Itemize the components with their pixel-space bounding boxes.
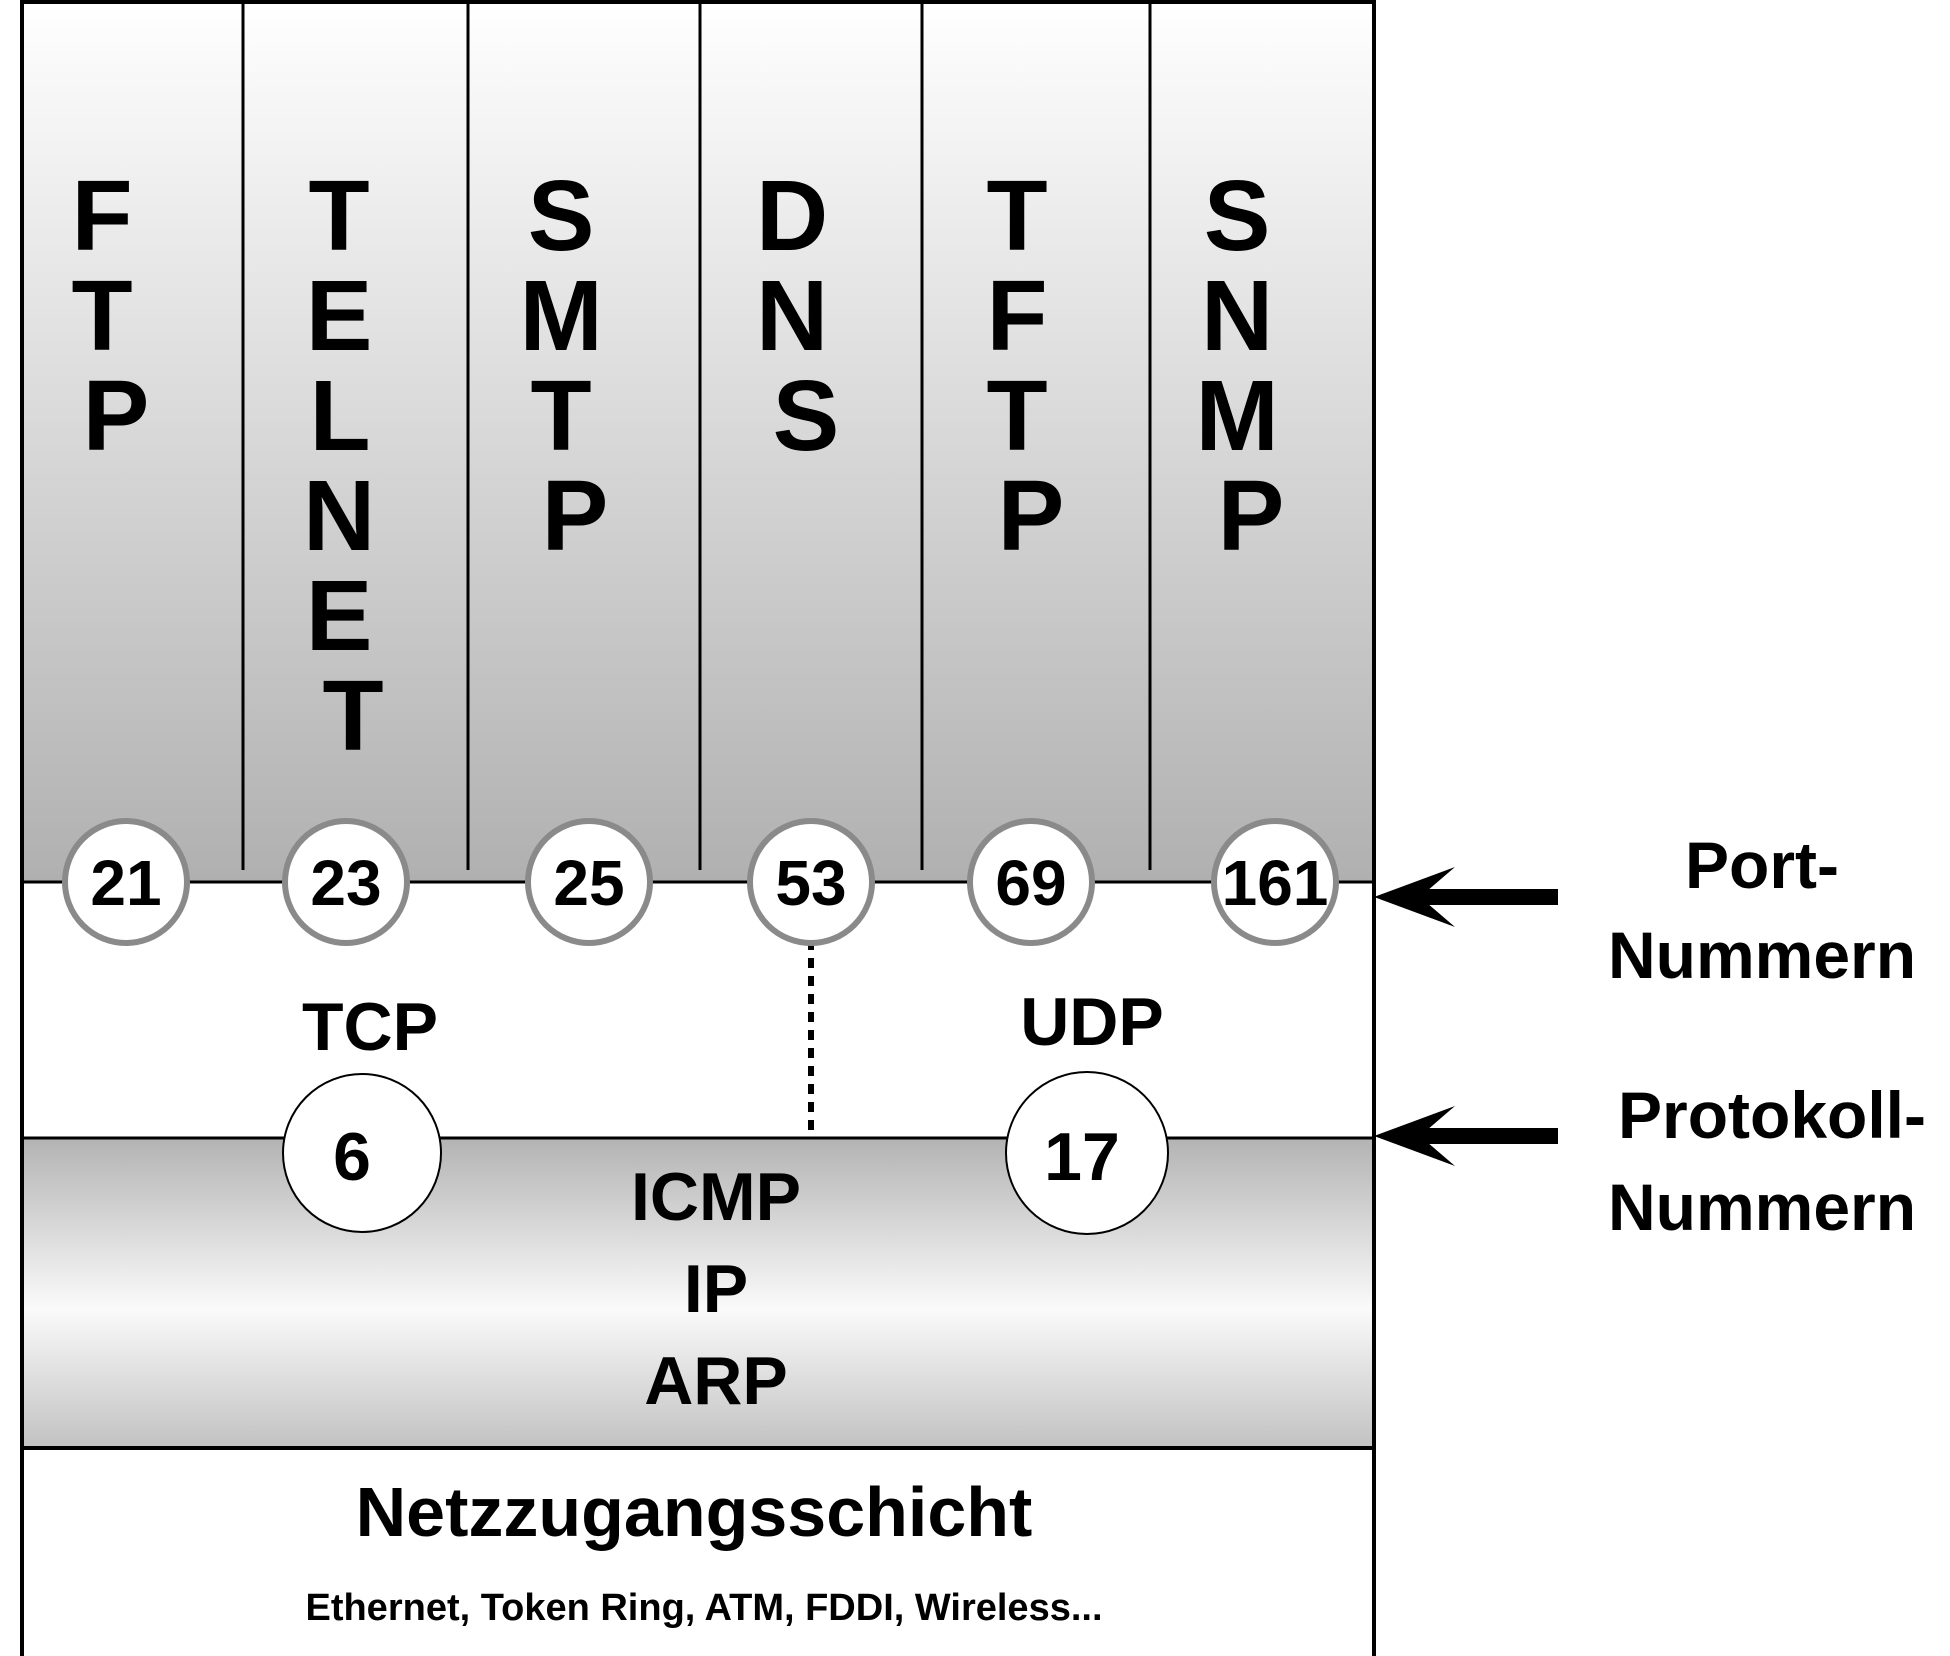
app-letter: S (528, 160, 595, 272)
port-circle-smtp: 25 (525, 818, 653, 946)
app-letter: P (542, 460, 609, 572)
column-dividers (241, 2, 1152, 870)
app-letter: E (306, 560, 373, 672)
port-number: 21 (90, 847, 161, 919)
app-letter: F (987, 260, 1048, 372)
internet-protocol-icmp: ICMP (631, 1159, 801, 1235)
app-name-telnet: T E L N E T (303, 160, 403, 772)
app-name-snmp: S N M P (1195, 160, 1306, 572)
app-letter: L (309, 360, 368, 472)
app-letter: T (72, 260, 133, 372)
network-access-title: Netzzugangsschicht (356, 1473, 1033, 1551)
app-letter: N (756, 260, 828, 372)
port-number: 161 (1222, 847, 1329, 919)
app-column-ftp: F T P (72, 160, 161, 472)
app-letter: T (309, 160, 370, 272)
app-letter: M (519, 260, 602, 372)
app-letter: P (83, 360, 150, 472)
app-name-dns: D N S (756, 160, 856, 472)
protocol-numbers-label-line2: Nummern (1608, 1170, 1916, 1244)
app-letter: E (306, 260, 373, 372)
app-letter: T (987, 360, 1048, 472)
app-letter: T (987, 160, 1048, 272)
network-access-subtitle: Ethernet, Token Ring, ATM, FDDI, Wireles… (305, 1587, 1102, 1629)
port-circle-snmp: 161 (1211, 818, 1339, 946)
protocol-circle-udp: 17 (1005, 1071, 1169, 1235)
app-column-smtp: S M T P (519, 160, 630, 572)
internet-protocol-ip: IP (684, 1251, 748, 1327)
port-numbers-arrow (1374, 867, 1558, 927)
port-number: 69 (995, 847, 1066, 919)
port-circle-dns: 53 (747, 818, 875, 946)
transport-layer (22, 882, 1374, 1138)
app-letter: P (1218, 460, 1285, 572)
app-letter: T (322, 660, 383, 772)
protocol-number: 17 (1044, 1119, 1120, 1195)
app-column-snmp: S N M P (1195, 160, 1306, 572)
app-letter: S (1204, 160, 1271, 272)
internet-protocol-arp: ARP (644, 1343, 788, 1419)
app-letter: N (303, 460, 375, 572)
protocol-circle-tcp: 6 (282, 1073, 442, 1233)
app-letter: S (773, 360, 840, 472)
outer-frame (20, 0, 1376, 1656)
port-circle-telnet: 23 (282, 818, 410, 946)
app-column-telnet: T E L N E T (303, 160, 403, 772)
tcp-label: TCP (302, 989, 438, 1065)
port-number: 53 (775, 847, 846, 919)
protocol-numbers-label-line1: Protokoll- (1618, 1078, 1926, 1152)
port-numbers-label-line1: Port- (1685, 828, 1839, 902)
port-number: 25 (553, 847, 624, 919)
udp-label: UDP (1020, 984, 1164, 1060)
protocol-numbers-arrow (1374, 1106, 1558, 1166)
application-layer (22, 2, 1374, 882)
app-letter: F (72, 160, 133, 272)
port-number: 23 (310, 847, 381, 919)
port-circle-tftp: 69 (967, 818, 1095, 946)
app-letter: D (756, 160, 828, 272)
protocol-number: 6 (333, 1119, 371, 1195)
app-letter: N (1201, 260, 1273, 372)
network-access-layer (22, 1448, 1374, 1656)
app-letter: T (531, 360, 592, 472)
app-name-tftp: T F T P (987, 160, 1076, 572)
app-column-tftp: T F T P (987, 160, 1076, 572)
app-name-smtp: S M T P (519, 160, 630, 572)
app-name-ftp: F T P (72, 160, 161, 472)
app-letter: M (1195, 360, 1278, 472)
port-circle-ftp: 21 (62, 818, 190, 946)
port-numbers-label-line2: Nummern (1608, 918, 1916, 992)
app-column-dns: D N S (756, 160, 856, 472)
app-letter: P (998, 460, 1065, 572)
